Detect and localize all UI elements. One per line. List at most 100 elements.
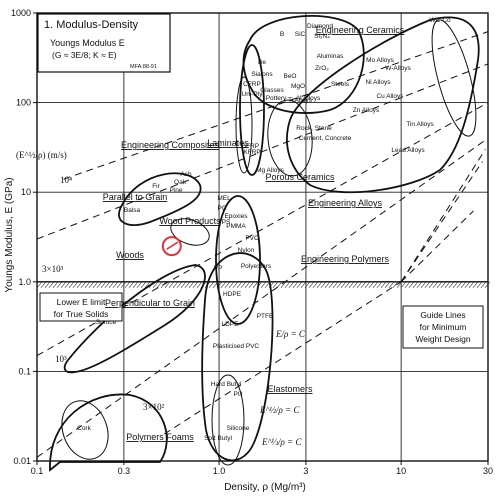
envelope-wood-products [170,218,210,246]
material-label-rock-stone: Rock, Stone [296,125,332,132]
hatch-stroke [408,281,415,288]
hatch-stroke [136,281,143,288]
guide-lines-box [402,305,484,349]
hatch-stroke [448,281,455,288]
material-label-zro: ZrO₂ [315,65,329,72]
hatch-stroke [388,281,395,288]
hatch-stroke [376,281,383,288]
envelope-heavy-alloys [431,19,477,137]
guide-label-3e3: 3×10³ [42,264,64,274]
guide-box-line2: for Minimum [420,322,467,332]
hatch-stroke [208,281,215,288]
hatch-stroke [404,281,411,288]
hatch-stroke [456,281,463,288]
engineering-composites-label: Engineering Composites [121,140,220,150]
hatch-stroke [356,281,363,288]
hatch-stroke [196,281,203,288]
guide-formula-label: (E^½/ρ) (m/s) [16,150,67,160]
material-label-uni-ply: Uni-Ply [242,91,264,98]
envelope-polymer-family [201,252,274,462]
hatch-stroke [220,281,227,288]
hatch-stroke [472,281,479,288]
envelope-woods-parallel [118,172,202,227]
y-tick-label: 1.0 [18,277,31,287]
material-label-pvc: PVC [245,235,259,242]
material-label-sic: SiC [295,31,306,38]
x-axis-label: Density, ρ (Mg/m³) [224,482,306,493]
material-label-ps: PS [222,219,231,226]
guide-fan-slope1 [400,149,486,283]
hatch-stroke [328,281,335,288]
hatch-stroke [384,281,391,288]
guide-box-line1: Guide Lines [420,310,465,320]
material-label-beo: BeO [283,73,296,80]
hatch-stroke [188,281,195,288]
polymers-foams-label: Polymers Foams [126,432,194,442]
hatch-stroke [156,281,163,288]
hatch-stroke [348,281,355,288]
plot-frame [36,12,489,462]
hatch-stroke [168,281,175,288]
hatch-stroke [284,281,291,288]
hatch-stroke [452,281,459,288]
guide-box-line3: Weight Design [415,334,470,344]
hatch-stroke [76,281,83,288]
envelope-composites [239,44,265,176]
engineering-polymers-label: Engineering Polymers [301,254,390,264]
material-label-lead-alloys: Lead Alloys [391,147,425,154]
hatch-stroke [332,281,339,288]
chart-subtitle-line1: Youngs Modulus E [50,38,125,48]
hatch-stroke [44,281,51,288]
hatch-stroke [60,281,67,288]
highlight-stroke [166,241,179,250]
parallel-to-grain-label: Parallel to Grain [103,192,168,202]
hatch-stroke [56,281,63,288]
material-label-steels: Steels [331,81,350,88]
material-label-mgo: MgO [291,83,305,90]
laminates-label: Laminates [207,138,249,148]
y-tick-label: 0.1 [18,366,31,376]
hatch-stroke [120,281,127,288]
hatch-stroke [108,281,115,288]
hatch-stroke [316,281,323,288]
x-tick-label: 1.0 [213,466,226,476]
material-label-hard-butyl: Hard Butyl [211,381,242,388]
lower-limit-band [36,281,491,288]
formula-sqrt-e-rho: E^½/ρ = C [259,405,300,415]
material-label-pottery: Pottery [266,95,287,102]
hatch-stroke [36,281,43,288]
material-label-pmma: PMMA [226,223,246,230]
x-tick-label: 30 [483,466,493,476]
material-label-epoxies: Epoxies [224,213,248,220]
guide-fan-lower [163,281,402,435]
highlight-marker [161,236,182,257]
envelope-foams [49,393,168,472]
envelope-alloys [286,16,480,194]
formula-e-rho: E/ρ = C [275,329,306,339]
hatch-stroke [428,281,435,288]
material-label-pc: PC [217,205,226,212]
hatch-stroke [252,281,259,288]
hatch-stroke [304,281,311,288]
guide-fan-slope2 [400,210,474,283]
material-label-si-n: Si₃N₄ [314,33,330,40]
envelope-woods-perpendicular [63,264,206,374]
material-label-pp: PP [214,265,223,272]
material-label-aluminas: Aluminas [317,53,344,60]
hatch-stroke [424,281,431,288]
material-label-pine: Pine [169,187,182,194]
hatch-stroke [420,281,427,288]
material-label-w-alloys: W-Alloys [385,65,411,72]
material-label-zn-alloys: Zn Alloys [353,107,380,114]
hatch-stroke [276,281,283,288]
hatch-stroke [236,281,243,288]
material-label-ptfe: PTFE [257,313,274,320]
guide-label-3e2: 3×10² [143,402,165,412]
hatch-stroke [432,281,439,288]
material-label-wc-co: WC-Co [429,17,451,24]
hatch-stroke [88,281,95,288]
hatch-stroke [228,281,235,288]
guide-fan-slope3 [400,161,483,283]
hatch-stroke [308,281,315,288]
material-label-cfrp: CFRP [243,81,261,88]
